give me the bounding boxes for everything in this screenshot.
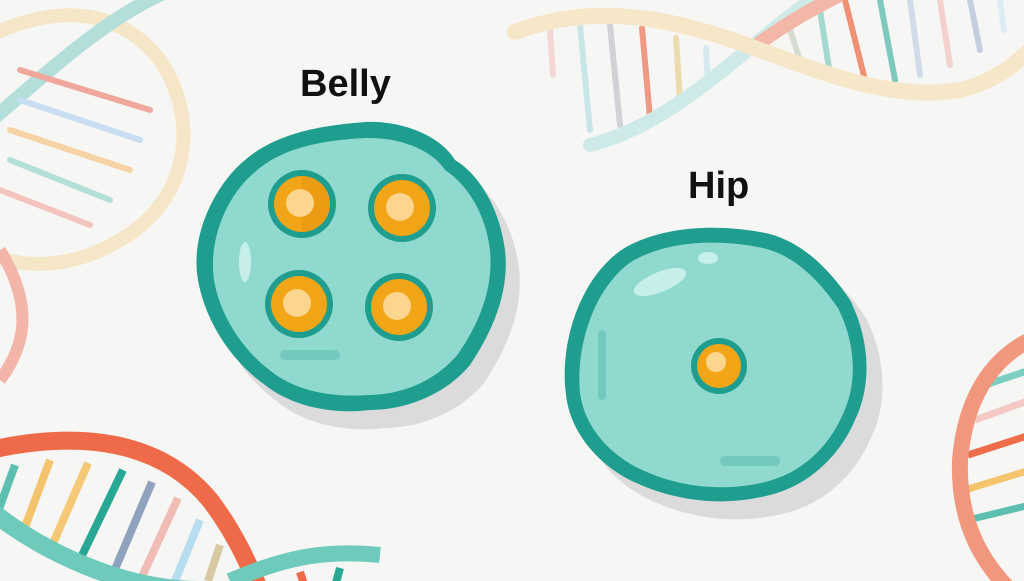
- belly-label: Belly: [300, 63, 391, 105]
- belly-fat-cell-icon: [196, 121, 520, 430]
- hip-label: Hip: [688, 165, 750, 207]
- dna-helix-top-right-icon: [507, 0, 1024, 152]
- nucleus-group: [265, 170, 436, 341]
- dna-helix-bottom-left-icon: [0, 431, 381, 581]
- dna-helix-top-left-icon: [0, 0, 191, 384]
- nucleus: [691, 338, 747, 394]
- hip-fat-cell-icon: [564, 227, 883, 520]
- dna-helix-bottom-right-icon: [951, 334, 1024, 581]
